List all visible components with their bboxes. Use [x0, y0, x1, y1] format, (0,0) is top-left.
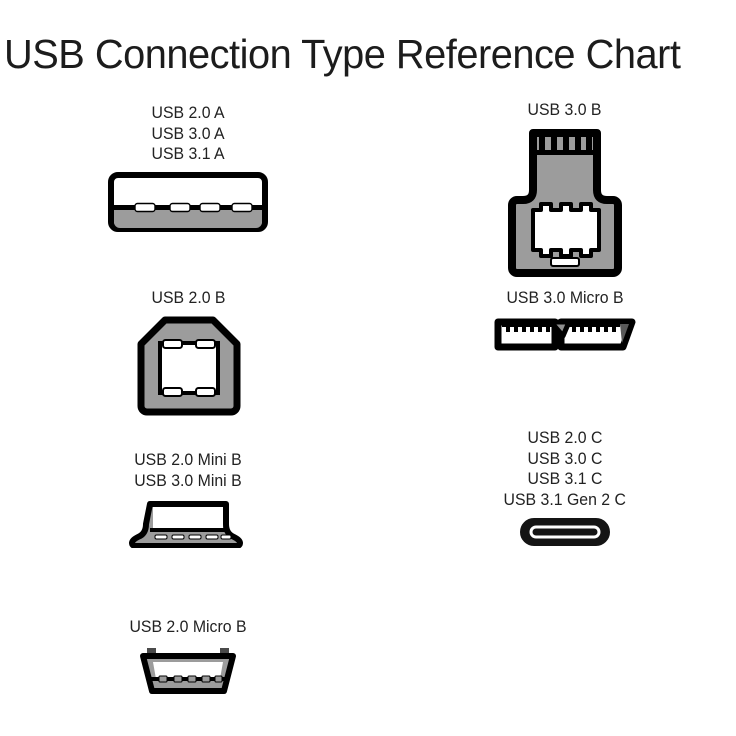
label-group-usb3-micro-b: USB 3.0 Micro B — [504, 288, 626, 309]
connector-label: USB 3.0 B — [528, 101, 602, 119]
connector-entry-usb3-micro-b: USB 3.0 Micro B — [450, 288, 680, 358]
connector-label: USB 2.0 Mini B — [134, 451, 242, 469]
page-title: USB Connection Type Reference Chart — [4, 31, 681, 77]
connector-label: USB 3.0 A — [151, 124, 225, 143]
usb-3-micro-b-connector-icon — [494, 318, 636, 350]
connector-entry-micro-b: USB 2.0 Micro B — [80, 617, 295, 699]
connector-entry-usb-a: USB 2.0 A USB 3.0 A USB 3.1 A — [88, 103, 288, 232]
connector-label: USB 3.0 C — [527, 449, 603, 468]
connector-label: USB 3.0 Mini B — [134, 471, 242, 490]
connector-label: USB 3.1 Gen 2 C — [503, 490, 627, 509]
label-group-mini-b: USB 2.0 Mini B USB 3.0 Mini B — [132, 450, 244, 491]
usb-type-a-connector-icon — [108, 171, 268, 232]
connector-entry-usb-c: USB 2.0 C USB 3.0 C USB 3.1 C USB 3.1 Ge… — [445, 428, 685, 547]
connector-label: USB 2.0 Micro B — [128, 618, 247, 636]
label-group-usb-c: USB 2.0 C USB 3.0 C USB 3.1 C USB 3.1 Ge… — [501, 428, 628, 510]
connector-entry-usb-b: USB 2.0 B — [96, 288, 281, 416]
connector-label: USB 2.0 A — [151, 104, 225, 122]
label-group-usb3-b: USB 3.0 B — [526, 100, 603, 121]
connector-entry-mini-b: USB 2.0 Mini B USB 3.0 Mini B — [88, 450, 288, 548]
usb-3-type-b-connector-icon — [508, 128, 622, 277]
connector-label: USB 3.1 A — [151, 145, 225, 163]
label-group-usb-a: USB 2.0 A USB 3.0 A USB 3.1 A — [150, 103, 226, 165]
connector-entry-usb3-b: USB 3.0 B — [455, 100, 675, 278]
connector-label: USB 3.0 Micro B — [506, 289, 624, 307]
usb-type-c-connector-icon — [520, 518, 610, 546]
usb-micro-b-connector-icon — [139, 647, 236, 694]
label-group-usb-b: USB 2.0 B — [150, 288, 227, 309]
label-group-micro-b: USB 2.0 Micro B — [127, 617, 249, 638]
usb-type-b-connector-icon — [137, 316, 240, 415]
connector-label: USB 2.0 B — [151, 289, 226, 307]
connector-label: USB 2.0 C — [527, 429, 603, 447]
connector-label: USB 3.1 C — [527, 470, 603, 488]
usb-mini-b-connector-icon — [129, 501, 243, 548]
